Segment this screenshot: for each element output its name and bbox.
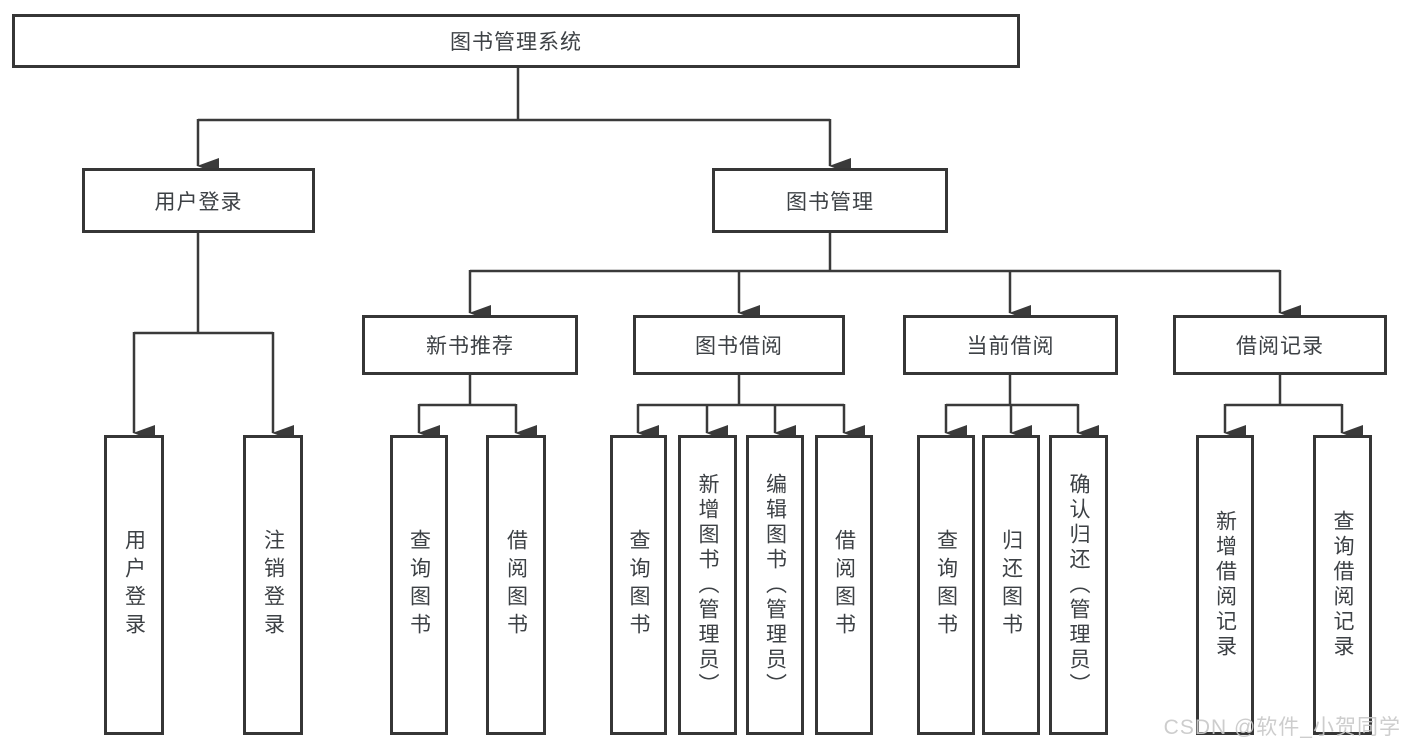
leaf-current-return-books: 归还图书	[982, 435, 1040, 735]
leaf-logout: 注销登录	[243, 435, 303, 735]
leaf-borrow-add-books-admin: 新增图书（管理员）	[678, 435, 737, 735]
leaf-borrow-query-books: 查询图书	[610, 435, 667, 735]
node-current-borrow: 当前借阅	[903, 315, 1118, 375]
leaf-records-add-record: 新增借阅记录	[1196, 435, 1254, 735]
leaf-newbook-query-books: 查询图书	[390, 435, 448, 735]
node-user-login: 用户登录	[82, 168, 315, 233]
leaf-borrow-edit-books-admin: 编辑图书（管理员）	[746, 435, 804, 735]
leaf-user-login: 用户登录	[104, 435, 164, 735]
leaf-borrow-borrow-books: 借阅图书	[815, 435, 873, 735]
leaf-current-confirm-return-admin: 确认归还（管理员）	[1049, 435, 1108, 735]
leaf-current-query-books: 查询图书	[917, 435, 975, 735]
leaf-records-query-record: 查询借阅记录	[1313, 435, 1372, 735]
node-new-book-recommend: 新书推荐	[362, 315, 578, 375]
node-book-management: 图书管理	[712, 168, 948, 233]
node-borrow-records: 借阅记录	[1173, 315, 1387, 375]
leaf-newbook-borrow-books: 借阅图书	[486, 435, 546, 735]
node-root-library-system: 图书管理系统	[12, 14, 1020, 68]
node-book-borrow: 图书借阅	[633, 315, 845, 375]
